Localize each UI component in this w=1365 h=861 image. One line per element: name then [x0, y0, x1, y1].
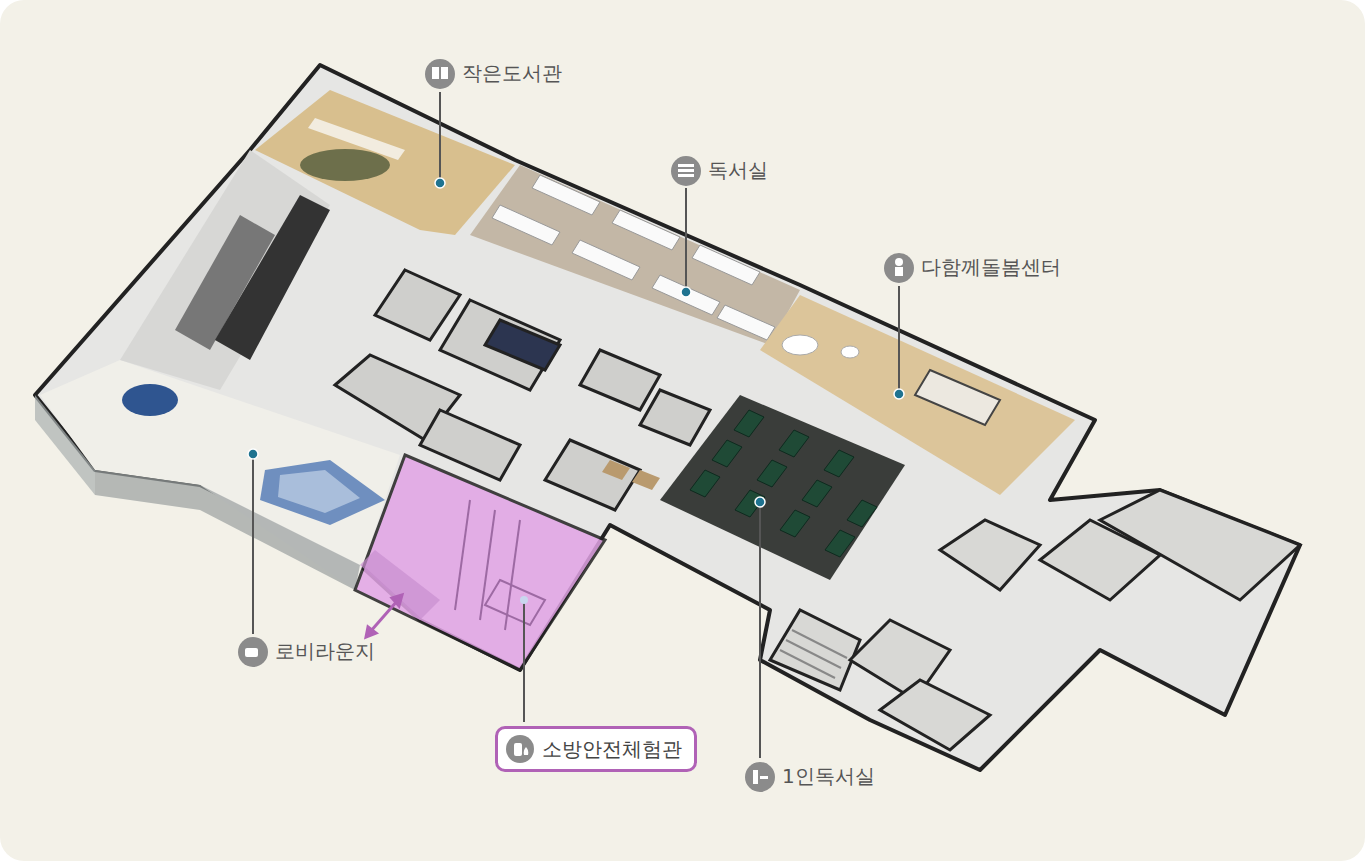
room-label: 작은도서관 [462, 61, 562, 85]
highlight-label-box: 소방안전체험관 [495, 726, 697, 772]
room-label: 독서실 [708, 158, 768, 182]
room-label: 다함께돌봄센터 [921, 255, 1061, 279]
room-label: 1인독서실 [782, 764, 875, 788]
fire-icon [506, 735, 534, 763]
room-label: 로비라운지 [275, 639, 375, 663]
room-label: 소방안전체험관 [542, 737, 682, 761]
